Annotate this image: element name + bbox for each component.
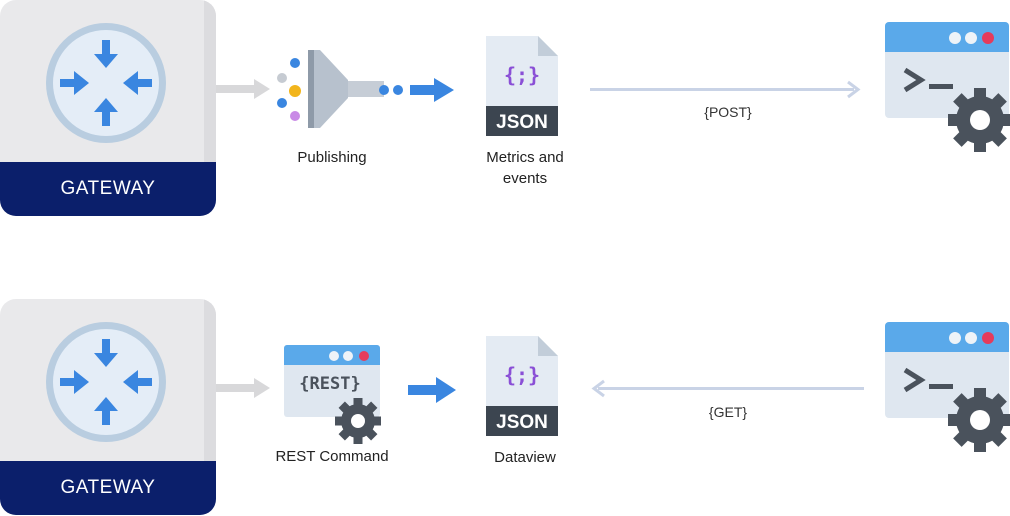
dot-arrow-icon xyxy=(379,78,454,102)
router-icon xyxy=(46,23,166,143)
json-file-icon: {;} JSON xyxy=(486,336,558,436)
json-file-icon: {;} JSON xyxy=(486,36,558,136)
publishing-label: Publishing xyxy=(297,149,367,166)
get-arrow-icon xyxy=(591,379,864,398)
gateway-label: GATEWAY xyxy=(0,461,216,515)
json-text: JSON xyxy=(496,112,548,133)
funnel-icon xyxy=(277,50,384,128)
gear-icon xyxy=(335,398,381,444)
blue-arrow-icon xyxy=(408,377,456,403)
metrics-events-line2: events xyxy=(502,170,548,187)
get-label: {GET} xyxy=(708,404,748,420)
terminal-window-icon xyxy=(885,22,1010,152)
gateway-box-bottom: GATEWAY xyxy=(0,299,216,515)
gear-icon xyxy=(948,88,1010,152)
gateway-label: GATEWAY xyxy=(0,162,216,216)
json-glyph: {;} xyxy=(504,363,540,387)
rest-text: {REST} xyxy=(299,374,360,394)
gray-arrow-icon xyxy=(216,378,270,398)
gear-icon xyxy=(948,388,1010,452)
gateway-box-top: GATEWAY xyxy=(0,0,216,216)
metrics-events-line1: Metrics and xyxy=(486,149,564,166)
metrics-events-label: Metrics and events xyxy=(470,147,580,189)
post-label: {POST} xyxy=(704,104,752,120)
json-glyph: {;} xyxy=(504,63,540,87)
gray-arrow-icon xyxy=(216,79,270,99)
rest-command-label: REST Command xyxy=(275,448,389,465)
json-text: JSON xyxy=(496,412,548,433)
terminal-window-icon xyxy=(885,322,1010,452)
dataview-label: Dataview xyxy=(494,449,556,466)
post-arrow-icon xyxy=(590,80,861,99)
router-icon xyxy=(46,322,166,442)
rest-window-icon: {REST} xyxy=(284,345,381,444)
